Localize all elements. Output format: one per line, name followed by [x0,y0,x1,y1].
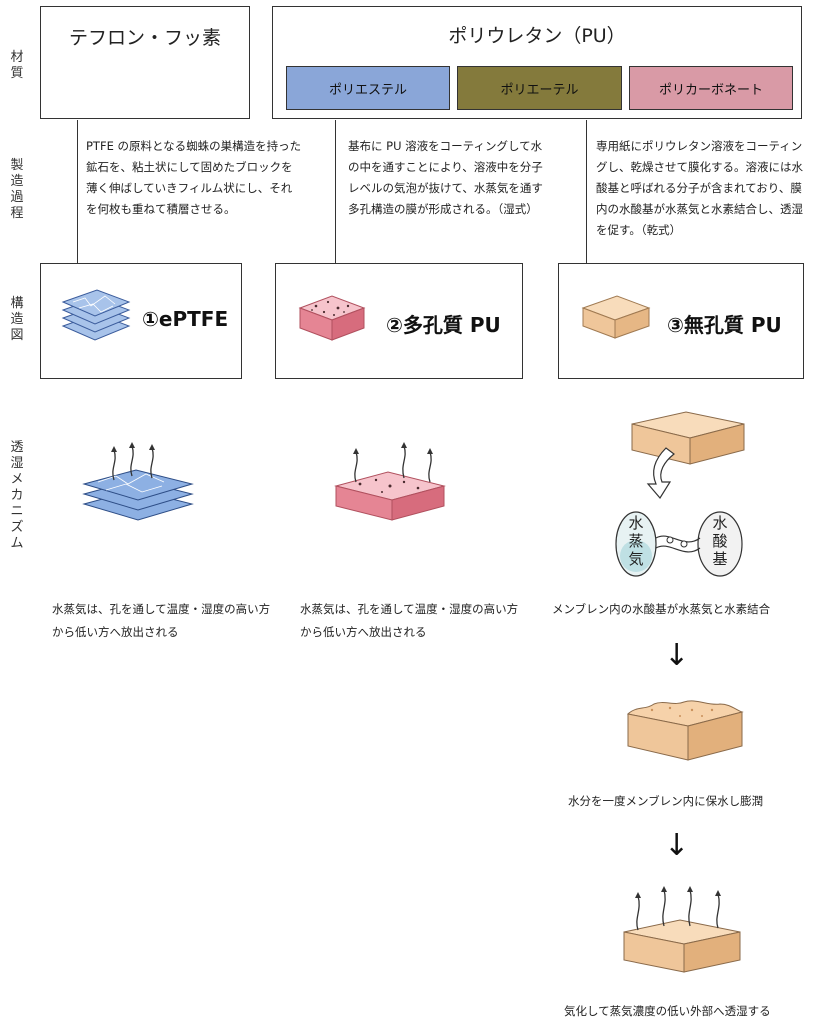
connector-line-1 [77,120,78,263]
down-arrow-icon-2: ↓ [664,828,690,863]
row-label-process: 製造過程 [10,158,24,221]
pu-type-polycarbonate-label: ポリカーボネート [658,82,763,98]
structure-box-solid: ③無孔質 PU [558,263,804,379]
structure-label-eptfe: ①ePTFE [142,307,229,331]
molecule-left-label: 水蒸気 [628,514,644,568]
material-teflon-title: テフロン・フッ素 [68,27,221,49]
row-label-material: 材質 [10,50,24,81]
eptfe-mechanism-icon [82,442,194,521]
mechanism-caption-porous: 水蒸気は、孔を通して温度・湿度の高い方から低い方へ放出される [300,602,519,639]
mechanism-step3-caption: 気化して蒸気濃度の低い外部へ透湿する [564,1004,771,1018]
mechanism-step1-caption: メンブレン内の水酸基が水蒸気と水素結合 [552,602,771,616]
mechanism-caption-eptfe: 水蒸気は、孔を通して温度・湿度の高い方から低い方へ放出される [52,602,271,639]
process-text-eptfe: PTFE の原料となる蜘蛛の巣構造を持った鉱石を、粘土状にして固めたブロックを薄… [86,139,302,216]
row-label-mechanism: 透湿メカニズム [10,440,24,551]
down-arrow-icon-1: ↓ [664,638,690,673]
hydrogen-bond-icon [615,511,743,577]
solid-block-mechanism-icon [631,411,745,500]
connector-line-3 [586,120,587,263]
process-text-solid: 専用紙にポリウレタン溶液をコーティングし、乾燥させて膜化する。溶液には水酸基と呼… [596,139,803,237]
structure-box-porous: ②多孔質 PU [275,263,523,379]
material-pu-title: ポリウレタン（PU） [448,25,626,47]
pu-type-polyester-label: ポリエステル [328,82,407,98]
connector-line-2 [335,120,336,263]
material-teflon-box: テフロン・フッ素 [40,6,250,119]
structure-label-porous: ②多孔質 PU [386,313,501,337]
swollen-block-icon [626,700,744,761]
molecule-right-label: 水酸基 [712,514,728,568]
structure-box-eptfe: ①ePTFE [40,263,242,379]
porous-mechanism-icon [334,442,446,521]
pu-type-polyether-label: ポリエーテル [500,82,579,98]
process-text-porous: 基布に PU 溶液をコーティングして水の中を通すことにより、溶液中を分子レベルの… [348,139,543,216]
mechanism-step2-caption: 水分を一度メンブレン内に保水し膨潤 [568,794,764,808]
evaporating-block-icon [623,886,741,973]
pu-type-polyether: ポリエーテル [457,66,622,110]
structure-label-solid: ③無孔質 PU [667,313,782,337]
porous-block-icon [298,295,366,341]
solid-block-icon [581,295,651,339]
pu-type-polyester: ポリエステル [286,66,450,110]
pu-type-polycarbonate: ポリカーボネート [629,66,793,110]
eptfe-layers-icon [61,289,131,341]
row-label-structure: 構造図 [10,296,24,343]
